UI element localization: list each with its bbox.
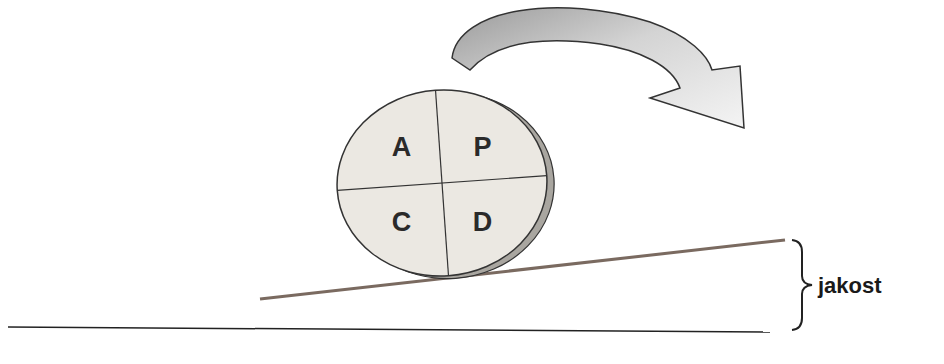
brace bbox=[792, 240, 812, 330]
phase-letter: A bbox=[392, 134, 412, 161]
wheel-face bbox=[331, 83, 553, 283]
quadrant-grid: A P C D bbox=[335, 88, 549, 278]
axis-label: jakost bbox=[818, 273, 882, 299]
base-line bbox=[8, 327, 770, 332]
phase-letter: D bbox=[473, 209, 493, 236]
wheel-shape bbox=[335, 88, 549, 278]
phase-letter: C bbox=[392, 209, 412, 236]
pdca-wheel: A P C D bbox=[335, 88, 549, 278]
phase-letter: P bbox=[473, 134, 491, 161]
divider bbox=[337, 176, 546, 191]
